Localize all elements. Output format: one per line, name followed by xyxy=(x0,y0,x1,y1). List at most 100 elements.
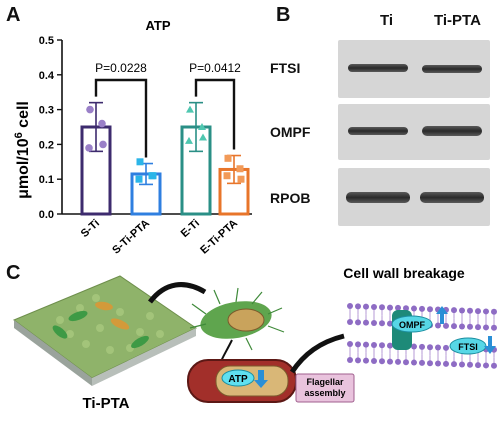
lipid-head xyxy=(403,305,409,312)
surface-particles xyxy=(56,294,164,354)
band-rpob-ti-pta xyxy=(420,192,484,203)
y-axis-label: μmol/106 cell xyxy=(13,101,32,199)
band-ftsi-ti-pta xyxy=(422,65,482,73)
atp-bar-chart: ATP μmol/106 cell 0.00.10.20.30.40.5 S-T… xyxy=(13,18,252,257)
lipid-head xyxy=(467,323,473,330)
lipid-head xyxy=(443,344,449,351)
atp-down-arrow xyxy=(254,370,268,388)
data-point xyxy=(149,172,157,180)
ompf-up-arrow xyxy=(436,306,448,324)
data-point xyxy=(224,154,232,162)
data-point xyxy=(199,133,207,141)
lipid-head xyxy=(387,320,393,327)
lipid-head xyxy=(411,343,417,350)
blot-row-label-ftsi: FTSI xyxy=(270,60,301,76)
blot-strip-ompf xyxy=(338,104,490,160)
blot-row-label-rpob: RPOB xyxy=(270,190,311,206)
data-point xyxy=(236,165,244,173)
band-ftsi-ti xyxy=(348,64,408,72)
data-point xyxy=(198,123,206,130)
lipid-head xyxy=(435,322,441,329)
lipid-head xyxy=(387,342,393,349)
lipid-head xyxy=(459,323,465,330)
chart-title: ATP xyxy=(145,18,170,33)
lipid-head xyxy=(379,358,385,365)
lipid-head xyxy=(363,341,369,348)
lipid-head xyxy=(459,361,465,368)
data-point xyxy=(223,172,231,180)
lipid-head xyxy=(379,304,385,311)
significance-bracket xyxy=(94,78,148,158)
data-point xyxy=(186,105,194,113)
y-tick-label: 0.4 xyxy=(39,70,55,82)
lipid-head xyxy=(387,304,393,311)
lipid-head xyxy=(371,341,377,348)
lipid-head xyxy=(475,308,481,315)
p-value-label: P=0.0412 xyxy=(189,61,241,75)
lipid-head xyxy=(435,344,441,351)
ftsi-down-arrow xyxy=(484,336,496,354)
lipid-head xyxy=(451,323,457,330)
data-point xyxy=(135,175,143,183)
lipid-head xyxy=(451,361,457,368)
lipid-head xyxy=(435,360,441,367)
ompf-label: OMPF xyxy=(399,320,426,330)
lipid-head xyxy=(491,362,497,369)
p-value-label: P=0.0228 xyxy=(95,61,147,75)
x-tick-label: S-Ti xyxy=(79,217,102,240)
flagellar-box xyxy=(295,373,355,403)
cell-membrane xyxy=(347,303,497,369)
y-tick-label: 0.1 xyxy=(39,174,54,186)
significance-bracket xyxy=(194,78,236,150)
lipid-head xyxy=(395,304,401,311)
western-blot: Ti Ti-PTA FTSI OMPF RPOB xyxy=(268,0,500,235)
lipid-head xyxy=(443,360,449,367)
data-point xyxy=(237,175,245,183)
lipid-head xyxy=(371,357,377,364)
band-rpob-ti xyxy=(346,192,410,203)
lipid-head xyxy=(451,307,457,314)
bacteria-on-surface xyxy=(52,301,149,349)
lipid-head xyxy=(371,303,377,310)
panel-letter-c: C xyxy=(6,262,21,284)
blot-strip-rpob xyxy=(338,168,490,226)
x-tick-label: S-Ti-PTA xyxy=(110,217,152,256)
sample-label: Ti-PTA xyxy=(83,395,130,412)
y-tick-label: 0.0 xyxy=(39,209,54,221)
lipid-head xyxy=(467,361,473,368)
lipid-head xyxy=(411,305,417,312)
lipid-head xyxy=(467,307,473,314)
lane-label-ti-pta: Ti-PTA xyxy=(434,12,481,29)
lipid-head xyxy=(363,303,369,310)
lipid-head xyxy=(371,319,377,326)
data-point xyxy=(185,136,193,144)
x-tick-label: E-Ti xyxy=(179,217,202,240)
lipid-head xyxy=(379,342,385,349)
ti-pta-surface xyxy=(12,275,197,379)
lipid-head xyxy=(419,359,425,366)
lane-label-ti: Ti xyxy=(380,12,394,29)
lipid-head xyxy=(355,319,361,326)
cell-wall-title: Cell wall breakage xyxy=(343,265,465,281)
lipid-head xyxy=(491,308,497,315)
atp-bubble xyxy=(221,369,255,387)
lipid-head xyxy=(427,306,433,313)
bar xyxy=(80,125,112,216)
data-point xyxy=(136,158,144,166)
panel-letter-b: B xyxy=(276,4,291,26)
flagellar-line-1: Flagellar xyxy=(306,377,344,387)
lipid-head xyxy=(419,305,425,312)
flagellar-line-2: assembly xyxy=(304,388,345,398)
blot-row-label-ompf: OMPF xyxy=(270,124,311,140)
band-ompf-ti xyxy=(348,127,408,135)
x-tick-label: E-Ti-PTA xyxy=(198,217,240,256)
lipid-head xyxy=(475,362,481,369)
lipid-head xyxy=(443,322,449,329)
lipid-head xyxy=(355,341,361,348)
blot-strip-ftsi xyxy=(338,40,490,98)
lipid-head xyxy=(427,360,433,367)
lipid-head xyxy=(347,303,353,309)
lipid-head xyxy=(475,324,481,331)
